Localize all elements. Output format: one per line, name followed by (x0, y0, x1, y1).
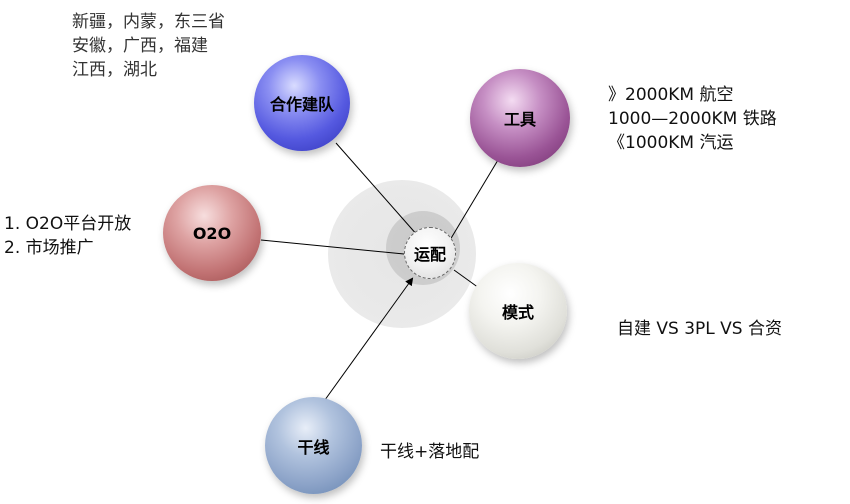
node-team: 合作建队 (254, 55, 350, 151)
note-region-line: 江西，湖北 (72, 60, 157, 80)
note-region: 新疆，内蒙，东三省 安徽，广西，福建 江西，湖北 (72, 10, 225, 82)
node-o2o-label: O2O (192, 223, 232, 243)
note-tool-line: 1000—2000KM 铁路 (608, 109, 777, 129)
link-mode (453, 269, 480, 289)
link-o2o (260, 239, 405, 255)
node-team-label: 合作建队 (269, 95, 334, 114)
note-tool-line: 《1000KM 汽运 (608, 133, 734, 153)
note-tool: 》2000KM 航空 1000—2000KM 铁路 《1000KM 汽运 (608, 83, 777, 155)
node-trunk-label: 干线 (297, 437, 330, 457)
node-tool: 工具 (470, 69, 570, 167)
note-region-line: 安徽，广西，福建 (72, 36, 208, 56)
node-tool-label: 工具 (503, 110, 536, 129)
note-o2o-line: 2. 市场推广 (4, 238, 94, 258)
note-region-line: 新疆，内蒙，东三省 (72, 12, 225, 32)
note-tool-line: 》2000KM 航空 (608, 85, 734, 105)
center-node: 运配 (404, 227, 456, 279)
link-team (335, 142, 419, 237)
note-o2o: 1. O2O平台开放 2. 市场推广 (4, 212, 131, 260)
note-trunk: 干线+落地配 (380, 442, 480, 462)
link-trunk-arrow (321, 277, 414, 405)
node-mode-label: 模式 (501, 303, 534, 322)
node-trunk: 干线 (265, 397, 362, 494)
center-label: 运配 (413, 245, 446, 264)
node-mode: 模式 (469, 263, 567, 359)
note-mode: 自建 VS 3PL VS 合资 (617, 319, 782, 339)
link-tool (449, 159, 499, 241)
node-o2o: O2O (163, 185, 261, 281)
note-o2o-line: 1. O2O平台开放 (4, 214, 132, 234)
